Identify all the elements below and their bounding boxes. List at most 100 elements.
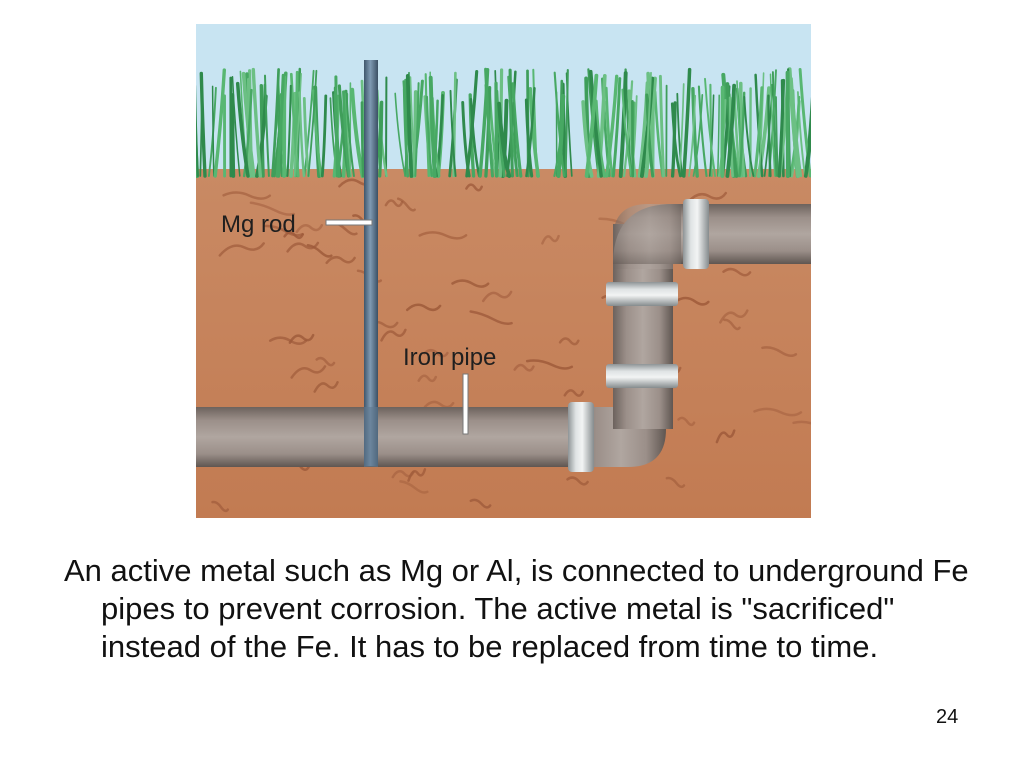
grass-blade xyxy=(804,116,811,178)
grass-blade xyxy=(644,76,657,178)
soil-squiggle xyxy=(465,183,483,192)
grass-blade xyxy=(709,83,713,178)
soil-squiggle xyxy=(558,337,580,346)
grass xyxy=(196,67,811,178)
soil-squiggle xyxy=(211,500,230,513)
soil-squiggle xyxy=(295,224,324,234)
grass-blade xyxy=(497,101,512,178)
grass-blade xyxy=(790,77,803,178)
grass-blade xyxy=(360,101,365,178)
grass-blade xyxy=(771,71,777,177)
grass-blade xyxy=(753,86,764,178)
grass-blade xyxy=(469,98,481,178)
soil-squiggle xyxy=(264,224,304,237)
soil-squiggle xyxy=(306,243,333,258)
grass-blade xyxy=(412,90,418,178)
soil-squiggle xyxy=(469,498,492,509)
grass-blade xyxy=(623,80,634,178)
soil-squiggle xyxy=(325,255,356,265)
diagram-canvas: Mg rod Iron pipe xyxy=(196,24,811,518)
grass-blade xyxy=(678,83,685,177)
grass-blade xyxy=(512,102,519,177)
grass-blade xyxy=(394,92,406,177)
mg-rod-label: Mg rod xyxy=(221,211,296,238)
grass-blade xyxy=(449,89,457,177)
cathodic-protection-diagram: Mg rod Iron pipe xyxy=(196,24,811,518)
soil-squiggle xyxy=(761,346,798,358)
grass-blade xyxy=(293,72,302,177)
grass-blade xyxy=(426,95,433,177)
soil-squiggle xyxy=(418,231,468,240)
grass-blade xyxy=(553,71,565,178)
grass-blade xyxy=(199,71,207,178)
grass-blade xyxy=(271,68,280,178)
grass-blade xyxy=(525,87,536,178)
grass-blade xyxy=(286,84,292,177)
soil-squiggle xyxy=(380,328,407,342)
grass-blade xyxy=(716,94,720,177)
grass-blade xyxy=(581,100,594,178)
grass-blade xyxy=(743,96,755,177)
grass-blade xyxy=(524,98,534,178)
grass-blade xyxy=(621,88,633,177)
grass-blade xyxy=(605,86,614,178)
grass-blade xyxy=(708,94,715,177)
soil-squiggle xyxy=(288,333,315,344)
grass-blade xyxy=(494,81,499,178)
grass-blade xyxy=(589,69,603,178)
grass-blade xyxy=(644,71,652,177)
grass-blade xyxy=(320,94,328,178)
soil-squiggle xyxy=(222,191,272,200)
grass-blade xyxy=(688,94,697,177)
grass-blade xyxy=(251,67,262,178)
soil-squiggle xyxy=(315,356,336,367)
grass-blade xyxy=(345,89,355,177)
grass-blade xyxy=(484,67,494,178)
grass-blade xyxy=(691,87,699,178)
soil-squiggle xyxy=(686,191,728,204)
grass-blade xyxy=(758,72,765,177)
grass-blade xyxy=(682,67,692,178)
grass-blade xyxy=(428,75,437,178)
soil-squiggle xyxy=(719,309,749,324)
grass-blade xyxy=(637,81,649,178)
soil-squiggle xyxy=(563,389,585,397)
grass-blade xyxy=(725,83,736,178)
soil-squiggle xyxy=(384,199,404,208)
grass-blade xyxy=(507,75,518,178)
grass-blade xyxy=(289,91,297,178)
soil-squiggle xyxy=(792,420,811,425)
grass-blade xyxy=(414,82,420,177)
grass-blade xyxy=(774,96,779,177)
grass-blade xyxy=(670,101,677,178)
grass-blade xyxy=(697,85,708,178)
soil-squiggle xyxy=(566,476,589,486)
grass-blade xyxy=(241,71,256,178)
grass-blade xyxy=(556,93,565,178)
soil-squiggle xyxy=(417,374,438,383)
grass-blade xyxy=(658,74,666,178)
grass-blade xyxy=(645,93,655,178)
grass-blade xyxy=(196,85,199,177)
grass-blade xyxy=(777,78,786,178)
soil-squiggle xyxy=(481,290,513,303)
grass-blade xyxy=(230,93,236,178)
grass-blade xyxy=(736,80,744,177)
grass-blade xyxy=(704,77,717,177)
grass-blade xyxy=(264,74,270,177)
soil-squiggle xyxy=(249,201,296,216)
soil-squiggle xyxy=(268,336,308,345)
mg-rod xyxy=(364,60,378,467)
soil-squiggle xyxy=(396,197,416,212)
grass-blade xyxy=(584,73,599,178)
soil-squiggle xyxy=(399,480,429,494)
grass-blade xyxy=(231,76,241,177)
soil-squiggle xyxy=(423,349,449,358)
soil-squiggle xyxy=(290,365,327,379)
grass-blade xyxy=(611,77,622,178)
grass-blade xyxy=(769,73,776,177)
soil-squiggle xyxy=(407,468,427,482)
grass-blade xyxy=(676,92,683,177)
soil-squiggle xyxy=(525,359,574,370)
